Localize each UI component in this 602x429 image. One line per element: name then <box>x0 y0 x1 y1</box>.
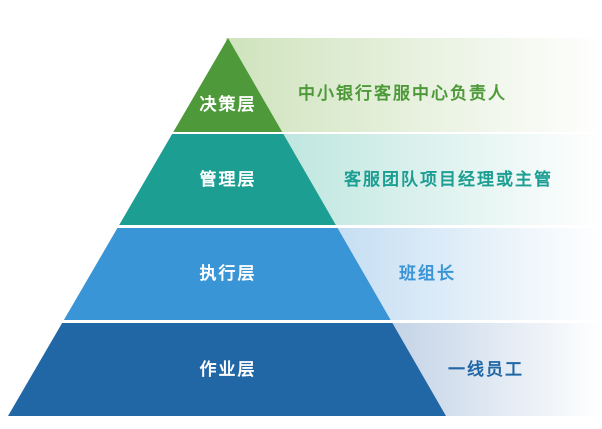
pyramid-tier-operation <box>8 323 446 416</box>
layer-desc-operation: 一线员工 <box>448 359 524 380</box>
layer-desc-decision: 中小银行客服中心负责人 <box>298 84 507 104</box>
layer-label-decision: 决策层 <box>199 95 257 115</box>
layer-desc-management: 客服团队项目经理或主管 <box>344 169 553 190</box>
pyramid-tier-decision <box>173 38 283 132</box>
pyramid-tier-execution <box>63 228 391 320</box>
pyramid-tier-management <box>119 134 336 225</box>
layer-band-decision <box>226 38 602 132</box>
layer-label-execution: 执行层 <box>199 264 257 284</box>
layer-label-operation: 作业层 <box>199 359 257 380</box>
layer-desc-execution: 班组长 <box>399 264 456 284</box>
layer-label-management: 管理层 <box>199 169 257 190</box>
layer-band-management <box>281 134 602 225</box>
